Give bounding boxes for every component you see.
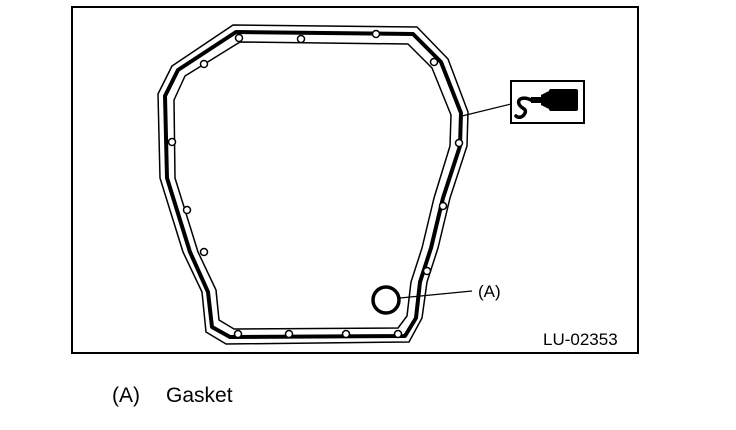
bolt-hole [296, 34, 306, 44]
bolt-hole [167, 137, 177, 147]
bolt-hole [393, 329, 403, 339]
sealant-tube-icon [510, 80, 585, 124]
bolt-hole [341, 329, 351, 339]
legend: (A) Gasket [112, 384, 233, 408]
sealant-bead-line [163, 30, 463, 339]
sealant-tube-shoulder [541, 91, 549, 109]
gasket-ring [371, 285, 401, 315]
bolt-hole [454, 138, 464, 148]
bolt-hole [284, 329, 294, 339]
bolt-hole [429, 57, 439, 67]
bolt-hole [234, 33, 244, 43]
bolt-hole [199, 247, 209, 257]
bolt-hole [182, 205, 192, 215]
oil-pan-outer-edge [157, 24, 469, 345]
bolt-holes [167, 29, 464, 339]
callout-label-a: (A) [478, 282, 501, 301]
bolt-hole [371, 29, 381, 39]
legend-label: Gasket [166, 384, 233, 407]
figure-id-label: LU-02353 [543, 330, 618, 349]
bolt-hole [199, 59, 209, 69]
sealant-bead-squiggle [514, 96, 533, 119]
sealant-tube-body [549, 89, 578, 111]
bolt-hole [422, 266, 432, 276]
legend-key: (A) [112, 384, 140, 407]
sealant-leader-line [461, 103, 512, 117]
bolt-hole [438, 201, 448, 211]
bolt-hole [233, 329, 243, 339]
sealant-tube-nozzle [531, 97, 541, 103]
gasket-leader-line [399, 290, 473, 299]
oil-pan-inner-edge [173, 41, 452, 330]
